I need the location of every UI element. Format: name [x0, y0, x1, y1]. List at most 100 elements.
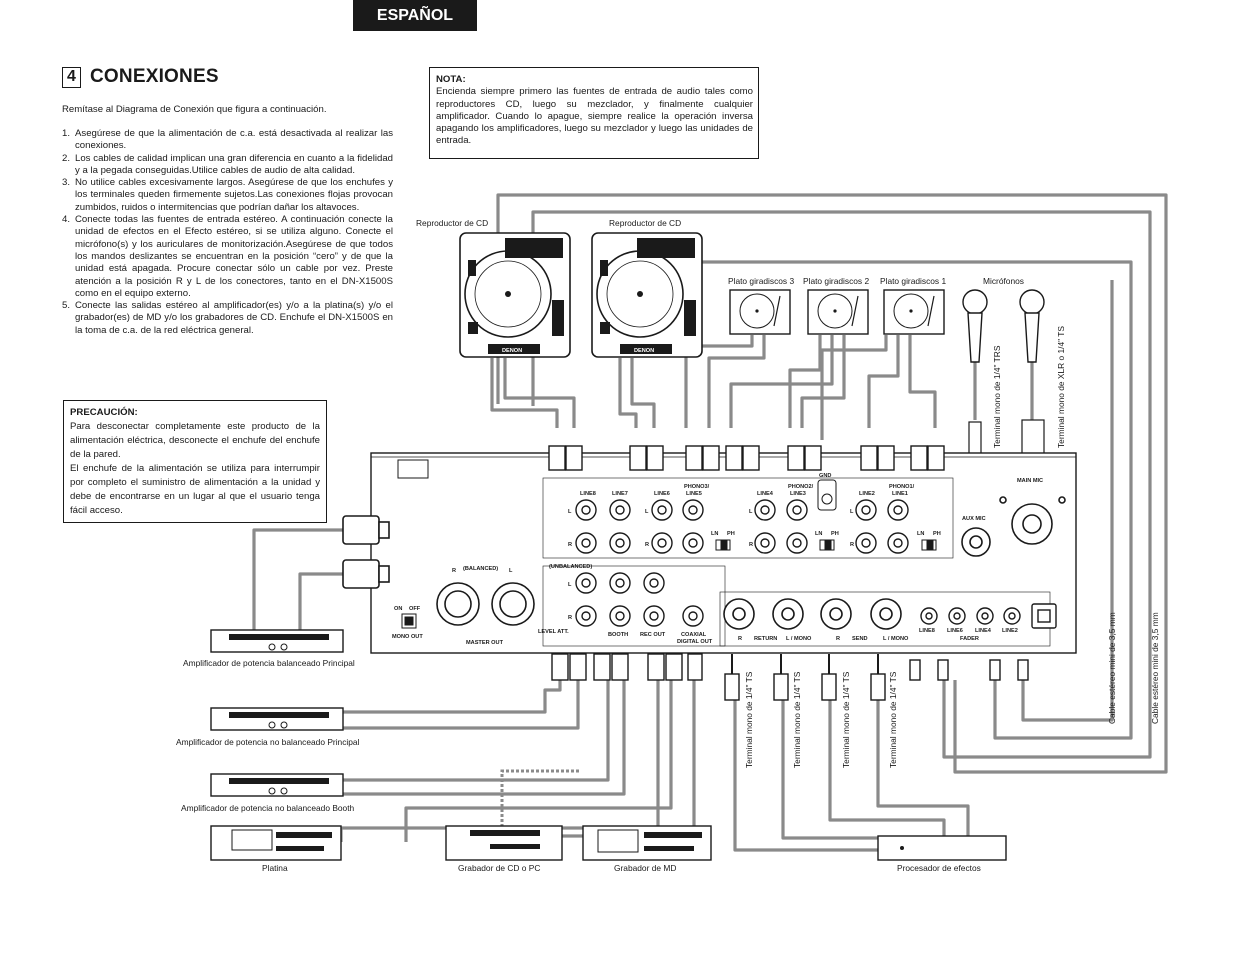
amp-unbalanced-label: Amplificador de potencia no balanceado P… [176, 737, 360, 747]
step-number: 4. [62, 214, 71, 226]
cable [876, 700, 970, 836]
panel-label: BOOTH [608, 632, 628, 638]
panel-label: LN [711, 531, 718, 537]
digital-cable [500, 769, 580, 842]
cable [298, 572, 343, 636]
panel-label: OFF [409, 606, 421, 612]
cable [828, 700, 946, 836]
ts-terminal-label: Terminal mono de 1/4" TS [888, 671, 898, 768]
panel-label: LINE3 [790, 491, 806, 497]
brand-label: DENON [502, 348, 522, 354]
panel-label: PHONO3/ [684, 484, 710, 490]
unbalanced-out-jacks [575, 572, 704, 627]
panel-label: FADER [960, 636, 979, 642]
cd-recorder [445, 825, 563, 861]
cable [503, 358, 576, 428]
panel-label: RETURN [754, 636, 777, 642]
panel-label: (BALANCED) [463, 566, 498, 572]
cable [252, 528, 343, 630]
rca-plugs-top [548, 445, 945, 471]
step-text: Asegúrese de que la alimentación de c.a.… [75, 128, 393, 152]
panel-label: GND [819, 473, 831, 479]
gnd-terminal [817, 479, 837, 511]
panel-label: COAXIAL [681, 632, 707, 638]
list-item: 3.No utilice cables excesivamente largos… [62, 177, 393, 214]
list-item: 5.Conecte las salidas estéreo al amplifi… [62, 300, 393, 337]
list-item: 2. Los cables de calidad implican una gra… [62, 153, 393, 178]
turntable-3 [729, 289, 791, 335]
deck [210, 825, 342, 861]
md-recorder-label: Grabador de MD [614, 863, 676, 873]
section-number: 4 [62, 66, 81, 88]
microphone-2 [1019, 289, 1045, 483]
panel-label: ON [394, 606, 402, 612]
panel-label: L / MONO [883, 636, 909, 642]
panel-label: R [738, 636, 742, 642]
cable [867, 335, 900, 428]
amp-balanced [210, 629, 344, 653]
step-text: Los cables de calidad implican una gran … [75, 152, 393, 176]
panel-label: R [850, 542, 854, 548]
panel-label: PHONO1/ [889, 484, 915, 490]
panel-label: LINE7 [612, 491, 628, 497]
panel-label: PHONO2/ [788, 484, 814, 490]
step-number: 2. [62, 152, 71, 164]
caution-heading: PRECAUCIÓN: [70, 407, 138, 418]
ln-ph-switches [715, 539, 937, 551]
panel-label: R [452, 568, 456, 574]
ts-terminal-label: Terminal mono de 1/4" TS [744, 671, 754, 768]
brand-label: DENON [634, 348, 654, 354]
panel-label: LN [917, 531, 924, 537]
panel-label: AUX MIC [962, 516, 986, 522]
list-item: 4.Conecte todas las fuentes de entrada e… [62, 214, 393, 300]
note-body: Encienda siempre primero las fuentes de … [436, 86, 753, 147]
turntable-1-label: Plato giradiscos 1 [880, 276, 946, 286]
panel-label: L [568, 582, 572, 588]
panel-label: R [836, 636, 840, 642]
mic-inputs [961, 496, 1066, 557]
rca-plugs-bottom [551, 653, 703, 681]
microphone-1 [962, 289, 988, 478]
panel-label: L [749, 509, 753, 515]
panel-label: L [645, 509, 649, 515]
cable-stereo-label: Cable estéreo mini de 3,5 mm [1107, 612, 1117, 724]
panel-label: MONO OUT [392, 634, 423, 640]
rca-jacks-inputs [575, 499, 909, 554]
panel-label: (UNBALANCED) [549, 564, 592, 570]
note-box: NOTA: Encienda siempre primero las fuent… [429, 67, 759, 159]
step-text: No utilice cables excesivamente largos. … [75, 177, 393, 213]
language-tab: ESPAÑOL [353, 0, 477, 31]
panel-label: L / MONO [786, 636, 812, 642]
amp-unbalanced [210, 707, 344, 731]
cable [404, 680, 673, 842]
xlr-balanced-out [342, 515, 535, 626]
section-title: CONEXIONES [90, 66, 219, 87]
cable [729, 335, 834, 428]
mic-xlr-label: Terminal mono de XLR o 1/4" TS [1056, 326, 1066, 448]
panel-label: L [509, 568, 513, 574]
cable [318, 680, 580, 730]
turntable-3-label: Plato giradiscos 3 [728, 276, 794, 286]
panel-label: LINE6 [947, 628, 963, 634]
panel-labels: LINE8 LINE7 LINE6 PHONO3/ LINE5 LINE4 PH… [392, 473, 1043, 646]
panel-label: PH [727, 531, 735, 537]
section-heading: 4 CONEXIONES [62, 66, 219, 88]
cable [630, 358, 656, 428]
ts-plugs-bottom [724, 654, 1029, 701]
panel-label: LINE1 [892, 491, 908, 497]
panel-label: PH [831, 531, 839, 537]
panel-label: REC OUT [640, 632, 666, 638]
cd-player-2 [591, 232, 703, 358]
caution-body: Para desconectar completamente este prod… [70, 421, 320, 516]
cd-player-2-label: Reproductor de CD [609, 218, 681, 228]
panel-label: LINE5 [686, 491, 702, 497]
panel-label: DIGITAL OUT [677, 639, 713, 645]
step-number: 5. [62, 300, 71, 312]
microphones-label: Micrófonos [983, 276, 1024, 286]
turntable-2 [807, 289, 869, 335]
cable [490, 358, 559, 428]
panel-label: LN [815, 531, 822, 537]
amp-booth [210, 773, 344, 797]
cable [820, 335, 888, 440]
